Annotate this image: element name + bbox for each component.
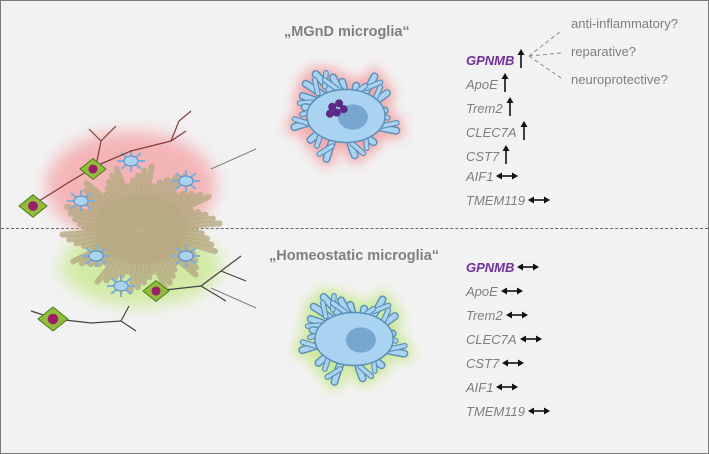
gene-label: GPNMB [466, 53, 515, 68]
gene-gpnmb: GPNMB [466, 49, 525, 72]
double-arrow-icon [502, 356, 525, 371]
up-arrow-icon [520, 121, 528, 144]
double-arrow-icon [528, 404, 550, 419]
double-arrow-icon [500, 284, 523, 299]
gene-label: CST7 [466, 356, 500, 371]
gene-label: Trem2 [466, 101, 503, 116]
gene-trem2: Trem2 [466, 308, 528, 323]
up-arrow-icon [506, 97, 514, 120]
gene-gpnmb: GPNMB [466, 260, 540, 275]
plaque-scene [18, 110, 247, 332]
gene-label: CLEC7A [466, 125, 517, 140]
gene-tmem119: TMEM119 [466, 193, 550, 208]
mgnd-title: „MGnD microglia“ [284, 24, 410, 40]
double-arrow-icon [505, 308, 528, 323]
gene-cst7: CST7 [466, 356, 525, 371]
gene-aif1: AIF1 [466, 169, 519, 184]
gene-label: TMEM119 [466, 193, 525, 208]
gene-aif1: AIF1 [466, 380, 519, 395]
gene-label: CLEC7A [466, 332, 517, 347]
connector-line-bottom [210, 287, 257, 309]
double-arrow-icon [519, 332, 542, 347]
panel-divider [1, 228, 708, 229]
gene-label: AIF1 [466, 169, 494, 184]
up-arrow-icon [502, 145, 510, 168]
gene-label: Trem2 [466, 308, 503, 323]
outcome-neuroprotective: neuroprotective? [571, 72, 668, 87]
double-arrow-icon [496, 169, 519, 184]
gene-cst7: CST7 [466, 145, 510, 168]
mgnd-microglia-cell [286, 65, 405, 167]
gene-label: ApoE [466, 284, 498, 299]
gene-clec7a: CLEC7A [466, 332, 542, 347]
up-arrow-icon [517, 49, 525, 72]
gene-apoe: ApoE [466, 73, 509, 96]
gene-trem2: Trem2 [466, 97, 514, 120]
double-arrow-icon [528, 193, 550, 208]
gene-label: TMEM119 [466, 404, 525, 419]
gene-clec7a: CLEC7A [466, 121, 528, 144]
gene-tmem119: TMEM119 [466, 404, 550, 419]
outcome-anti-inflammatory: anti-inflammatory? [571, 16, 678, 31]
outcome-reparative: reparative? [571, 44, 637, 59]
up-arrow-icon [501, 73, 509, 96]
gene-label: GPNMB [466, 260, 515, 275]
gene-apoe: ApoE [466, 284, 523, 299]
connector-line-top [210, 148, 257, 170]
gene-label: CST7 [466, 149, 500, 164]
double-arrow-icon [517, 260, 540, 275]
outcome-branches [528, 30, 562, 79]
homeostatic-microglia-cell [294, 288, 413, 390]
double-arrow-icon [496, 380, 519, 395]
gene-label: AIF1 [466, 380, 494, 395]
homeostatic-title: „Homeostatic microglia“ [269, 248, 440, 264]
gene-label: ApoE [466, 77, 498, 92]
